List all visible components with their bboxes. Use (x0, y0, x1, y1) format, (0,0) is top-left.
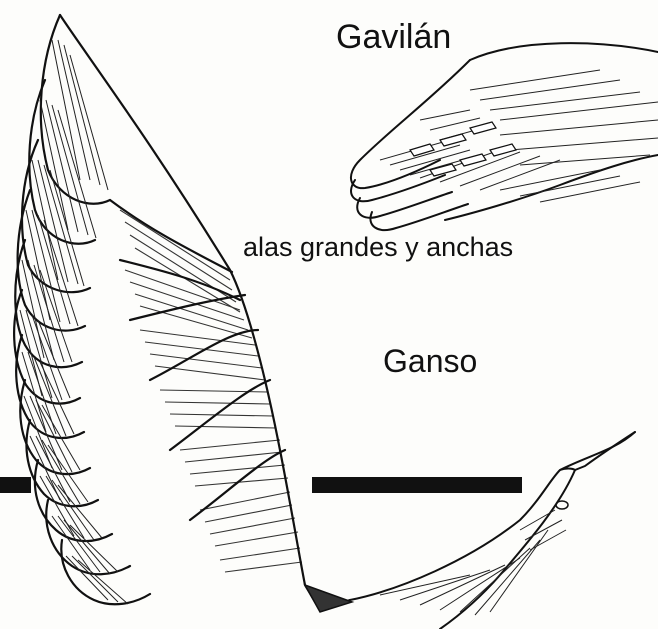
hawk-label: Gavilán (336, 18, 451, 57)
left-black-bar (0, 477, 31, 493)
wings-caption: alas grandes y anchas (243, 232, 513, 263)
goose-label: Ganso (383, 343, 477, 380)
right-black-bar (312, 477, 522, 493)
